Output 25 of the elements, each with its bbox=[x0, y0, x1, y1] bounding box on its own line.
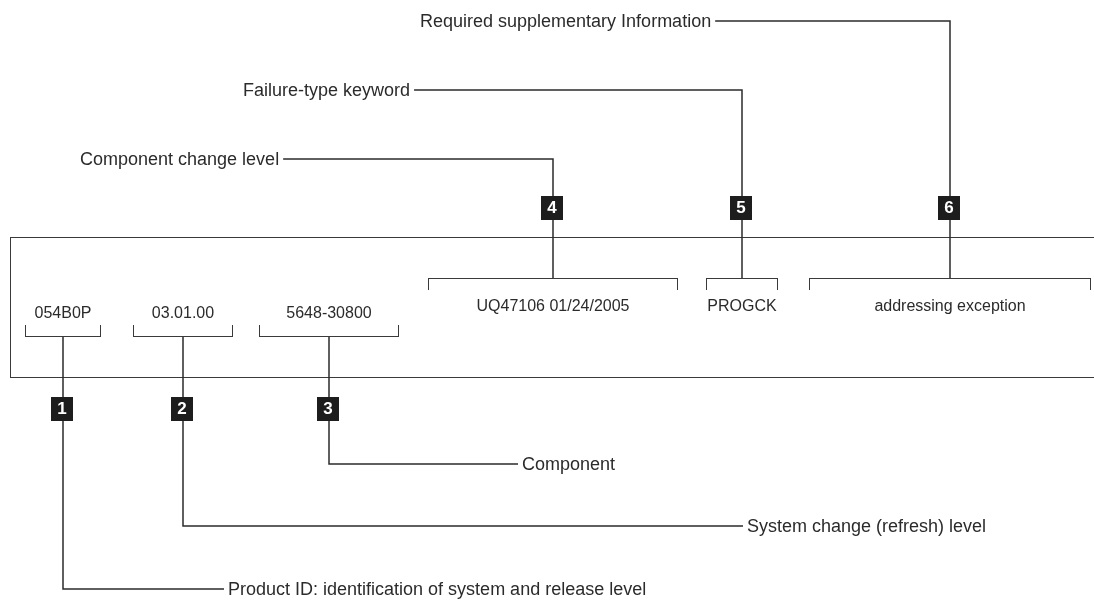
description-label: Component bbox=[522, 453, 616, 475]
description-label: Component change level bbox=[80, 148, 280, 170]
description-label: Required supplementary Information bbox=[420, 10, 712, 32]
field-value: 054B0P bbox=[34, 303, 92, 323]
leader-line bbox=[282, 158, 554, 279]
leader-line bbox=[328, 336, 519, 465]
description-label: System change (refresh) level bbox=[747, 515, 987, 537]
description-label: Failure-type keyword bbox=[243, 79, 411, 101]
field-value: addressing exception bbox=[874, 296, 1026, 316]
callout-number: 1 bbox=[51, 397, 73, 421]
leader-line bbox=[62, 336, 225, 590]
field-value: 5648-30800 bbox=[286, 303, 372, 323]
field-value: UQ47106 01/24/2005 bbox=[476, 296, 630, 316]
callout-number: 3 bbox=[317, 397, 339, 421]
callout-number: 2 bbox=[171, 397, 193, 421]
description-label: Product ID: identification of system and release level bbox=[228, 578, 647, 600]
field-value: PROGCK bbox=[707, 296, 777, 316]
callout-number: 4 bbox=[541, 196, 563, 220]
leader-line bbox=[413, 89, 743, 279]
field-value: 03.01.00 bbox=[151, 303, 215, 323]
leader-line bbox=[182, 336, 744, 527]
callout-number: 6 bbox=[938, 196, 960, 220]
leader-line bbox=[714, 20, 951, 279]
record-band bbox=[10, 237, 1094, 378]
callout-number: 5 bbox=[730, 196, 752, 220]
